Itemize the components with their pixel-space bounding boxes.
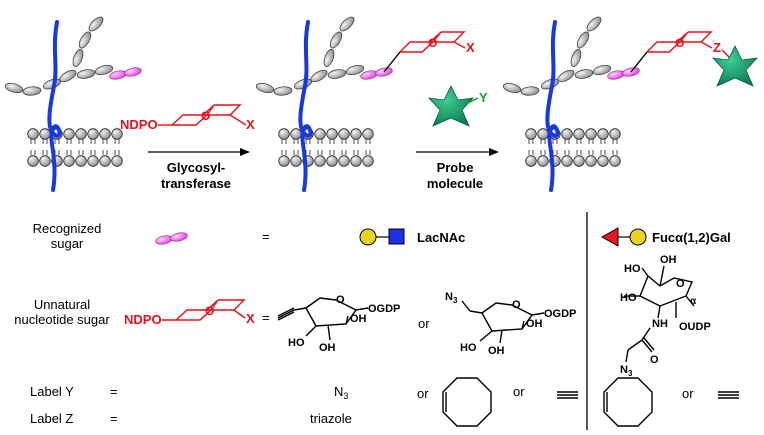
label-z-text: Label Z xyxy=(30,411,73,426)
step2-label-line2: molecule xyxy=(427,176,483,191)
equals-1: = xyxy=(262,229,270,244)
fucgal-symbol xyxy=(600,227,647,247)
unnatural-x: X xyxy=(246,311,255,326)
or-4: or xyxy=(682,386,694,401)
unnatural-line1: Unnatural xyxy=(34,297,90,312)
glycosyltransferase-step: NDPO O X Glycosyl- transferase xyxy=(120,104,255,191)
svg-text:O: O xyxy=(512,299,521,311)
legend: Recognized sugar = LacNAc Fucα(1,2)Gal U… xyxy=(14,212,739,430)
svg-text:O: O xyxy=(428,36,437,50)
svg-text:O: O xyxy=(336,294,345,306)
unnatural-ndpo: NDPO xyxy=(124,312,162,327)
or-2: or xyxy=(417,386,429,401)
svg-text:HO: HO xyxy=(460,342,477,354)
svg-text:HO: HO xyxy=(624,263,641,275)
alkyne-2 xyxy=(718,391,739,399)
unnatural-line2: nucleotide sugar xyxy=(14,312,110,327)
or-3: or xyxy=(513,384,525,399)
svg-text:N: N xyxy=(652,318,660,330)
cyclooctyne-1 xyxy=(442,377,492,427)
svg-text:O: O xyxy=(650,354,659,366)
svg-text:N3: N3 xyxy=(620,364,633,378)
recognized-sugar-line1: Recognized xyxy=(33,221,102,236)
equals-2: = xyxy=(262,310,270,325)
svg-text:H: H xyxy=(660,318,668,330)
svg-text:O: O xyxy=(676,278,685,290)
product2-z-label: Z xyxy=(713,40,721,55)
gdp-label-1: OGDP xyxy=(368,303,400,315)
svg-text:HO: HO xyxy=(620,292,637,304)
svg-text:N3: N3 xyxy=(445,291,458,305)
svg-text:α: α xyxy=(690,296,697,307)
label-y-text: Label Y xyxy=(30,384,74,399)
gdp-label-2: OGDP xyxy=(544,308,576,320)
azido-udp-sugar: HO OH O HO α OUDP H N O N3 xyxy=(620,254,711,378)
equals-y: = xyxy=(110,384,118,399)
glycoprotein-start xyxy=(2,12,143,192)
fucgal-label: Fucα(1,2)Gal xyxy=(652,230,731,245)
glycoprotein-intermediate: O X xyxy=(253,12,475,192)
probe-y-label: Y xyxy=(479,90,488,105)
or-1: or xyxy=(418,316,430,331)
equals-z: = xyxy=(110,411,118,426)
svg-text:O: O xyxy=(201,109,210,123)
azido-gdp-sugar: N3 O OGDP OH OH HO xyxy=(445,291,576,357)
svg-text:O: O xyxy=(675,36,684,50)
donor-ndpo-label: NDPO xyxy=(120,117,158,132)
alkyne-1 xyxy=(557,391,578,399)
alkyne-gdp-sugar: O OGDP OH OH HO xyxy=(277,294,400,354)
lacnac-label: LacNAc xyxy=(417,230,465,245)
svg-text:OH: OH xyxy=(350,313,367,325)
donor-x-label: X xyxy=(246,117,255,132)
z-triazole: triazole xyxy=(310,411,352,426)
svg-text:HO: HO xyxy=(288,337,305,349)
udp-label: OUDP xyxy=(679,321,711,333)
svg-text:OH: OH xyxy=(526,318,543,330)
probe-step: Y Probe molecule xyxy=(416,85,499,191)
step1-label-line1: Glycosyl- xyxy=(167,160,226,175)
y-azide: N3 xyxy=(334,384,348,401)
svg-text:OH: OH xyxy=(488,345,505,357)
svg-text:OH: OH xyxy=(319,342,336,354)
cyclooctyne-2 xyxy=(603,377,653,427)
step1-label-line2: transferase xyxy=(161,176,231,191)
step2-label-line1: Probe xyxy=(437,160,474,175)
svg-text:O: O xyxy=(205,304,214,318)
product1-x-label: X xyxy=(466,40,475,55)
svg-text:OH: OH xyxy=(660,254,677,266)
glycoprotein-labeled: O Z xyxy=(500,12,758,192)
lacnac-symbol xyxy=(359,228,405,246)
recognized-sugar-line2: sugar xyxy=(51,236,84,251)
